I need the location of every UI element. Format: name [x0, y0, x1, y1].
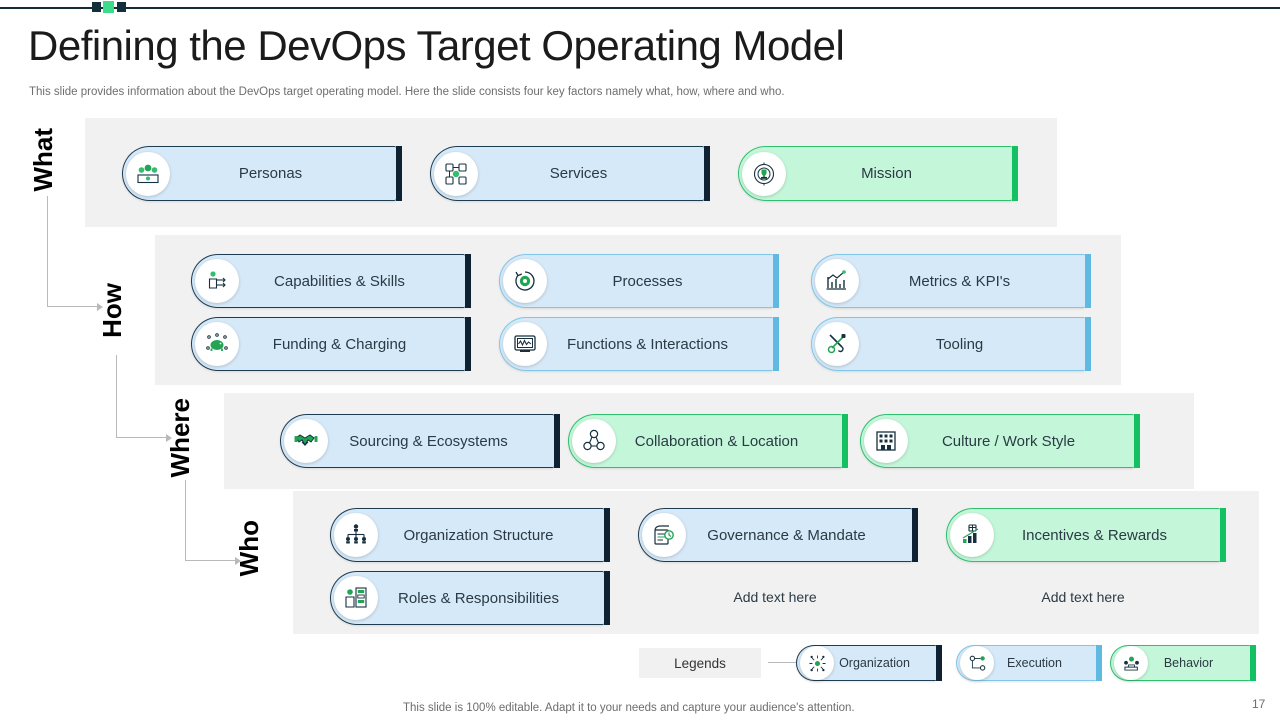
card-label: Capabilities & Skills: [274, 272, 405, 290]
people-group-icon: [126, 151, 170, 196]
card-edge: [1012, 146, 1018, 201]
card-label: Governance & Mandate: [707, 526, 866, 544]
legend-execution[interactable]: Execution: [956, 645, 1102, 681]
top-rule: [0, 7, 1280, 9]
chart-metrics-icon: [815, 259, 859, 303]
card-edge: [1220, 508, 1226, 562]
card-tooling[interactable]: Tooling: [811, 317, 1091, 371]
person-skills-icon: [195, 259, 239, 303]
card-sourcing-ecosystems[interactable]: Sourcing & Ecosystems: [280, 414, 560, 468]
card-edge: [604, 508, 610, 562]
card-governance-mandate[interactable]: Governance & Mandate: [638, 508, 918, 562]
card-services[interactable]: Services: [430, 146, 710, 201]
card-incentives-rewards[interactable]: Incentives & Rewards: [946, 508, 1226, 562]
placeholder-text-incentives: Add text here: [1041, 589, 1125, 605]
top-marker-square-accent: [103, 1, 114, 13]
rewards-chart-icon: [950, 513, 994, 557]
card-label: Processes: [612, 272, 683, 290]
card-roles-responsibilities[interactable]: Roles & Responsibilities: [330, 571, 610, 625]
page-number: 17: [1252, 697, 1266, 711]
stage-label-who: Who: [234, 520, 264, 577]
service-network-icon: [434, 151, 478, 196]
placeholder-text-governance: Add text here: [733, 589, 817, 605]
card-label: Organization Structure: [403, 526, 554, 544]
legends-arrow-icon: [768, 658, 802, 667]
legend-label: Execution: [1007, 656, 1062, 670]
legend-label: Behavior: [1163, 656, 1214, 670]
card-edge: [1085, 317, 1091, 371]
card-label: Collaboration & Location: [634, 432, 799, 450]
card-mission[interactable]: Mission: [738, 146, 1018, 201]
card-label: Mission: [861, 165, 912, 182]
footer-note: This slide is 100% editable. Adapt it to…: [403, 702, 855, 714]
top-marker-square-left: [92, 2, 101, 12]
document-clock-icon: [642, 513, 686, 557]
card-functions-interactions[interactable]: Functions & Interactions: [499, 317, 779, 371]
execution-flow-icon: [960, 646, 994, 680]
card-edge: [465, 317, 471, 371]
top-marker-square-right: [117, 2, 126, 12]
card-personas[interactable]: Personas: [122, 146, 402, 201]
wrench-screwdriver-icon: [815, 322, 859, 366]
card-edge: [1085, 254, 1091, 308]
legend-edge: [1096, 645, 1102, 681]
card-label: Culture / Work Style: [941, 432, 1076, 450]
card-edge: [1134, 414, 1140, 468]
legend-edge: [936, 645, 942, 681]
card-edge: [842, 414, 848, 468]
legend-organization[interactable]: Organization: [796, 645, 942, 681]
card-label: Metrics & KPI's: [908, 272, 1011, 290]
card-label: Roles & Responsibilities: [398, 589, 559, 607]
legend-edge: [1250, 645, 1256, 681]
card-edge: [465, 254, 471, 308]
card-label: Personas: [238, 165, 303, 182]
monitor-icon: [503, 322, 547, 366]
roles-person-icon: [334, 576, 378, 620]
card-edge: [912, 508, 918, 562]
card-label: Services: [549, 165, 608, 182]
legends-label: Legends: [639, 648, 761, 678]
card-collaboration-location[interactable]: Collaboration & Location: [568, 414, 848, 468]
collaboration-nodes-icon: [572, 419, 616, 463]
card-processes[interactable]: Processes: [499, 254, 779, 308]
handshake-icon: [284, 419, 328, 463]
page-title: Defining the DevOps Target Operating Mod…: [28, 22, 845, 69]
stage-label-what: What: [28, 128, 58, 192]
legend-behavior[interactable]: Behavior: [1110, 645, 1256, 681]
card-capabilities-skills[interactable]: Capabilities & Skills: [191, 254, 471, 308]
card-label: Functions & Interactions: [567, 335, 728, 353]
card-edge: [554, 414, 560, 468]
card-edge: [773, 317, 779, 371]
building-people-icon: [864, 419, 908, 463]
card-label: Funding & Charging: [272, 335, 407, 353]
card-label: Sourcing & Ecosystems: [349, 432, 508, 450]
card-label: Tooling: [935, 335, 984, 353]
card-edge: [773, 254, 779, 308]
card-organization-structure[interactable]: Organization Structure: [330, 508, 610, 562]
card-culture-work-style[interactable]: Culture / Work Style: [860, 414, 1140, 468]
legend-label: Organization: [839, 656, 910, 670]
card-funding-charging[interactable]: Funding & Charging: [191, 317, 471, 371]
gear-cycle-icon: [503, 259, 547, 303]
target-trophy-icon: [742, 151, 786, 196]
piggy-bank-icon: [195, 322, 239, 366]
card-edge: [396, 146, 402, 201]
page-subtitle: This slide provides information about th…: [29, 86, 785, 98]
card-edge: [604, 571, 610, 625]
behavior-people-icon: [1114, 646, 1148, 680]
card-edge: [704, 146, 710, 201]
org-people-icon: [800, 646, 834, 680]
card-metrics-kpis[interactable]: Metrics & KPI's: [811, 254, 1091, 308]
card-label: Incentives & Rewards: [1021, 526, 1168, 544]
org-chart-icon: [334, 513, 378, 557]
